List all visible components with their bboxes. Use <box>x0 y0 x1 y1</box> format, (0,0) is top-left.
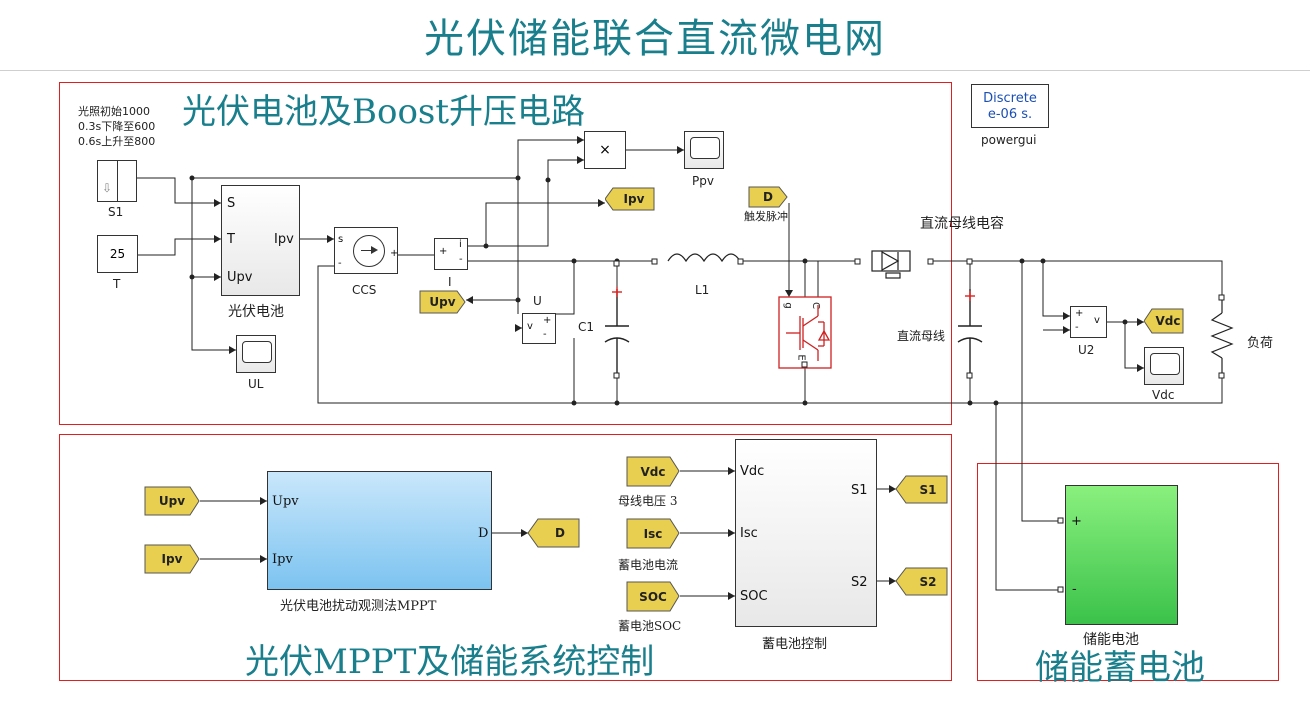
temperature-value: 25 <box>109 247 126 261</box>
goto-tag-upv[interactable]: Upv <box>419 290 466 314</box>
goto-tag-vdc[interactable]: Vdc <box>1144 308 1184 334</box>
l1-label: L1 <box>695 283 710 297</box>
ccs-port-plus: + <box>390 248 399 259</box>
battery-control-block[interactable]: Vdc Isc SOC S1 S2 <box>735 439 877 627</box>
powergui-label: powergui <box>981 133 1037 147</box>
battery-block[interactable]: + - <box>1065 485 1178 625</box>
from-tag-isc[interactable]: Isc <box>626 518 680 549</box>
t-label: T <box>113 277 121 291</box>
current-source-icon <box>353 235 385 267</box>
pv-port-upv: Upv <box>227 270 253 285</box>
mppt-port-d: D <box>478 526 489 541</box>
temperature-constant[interactable]: 25 <box>97 235 138 273</box>
goto-tag-d[interactable]: D <box>528 518 580 548</box>
igbt-gate-label: g <box>782 302 794 309</box>
title-divider <box>0 70 1310 71</box>
u2-label: U2 <box>1078 343 1095 357</box>
current-meter-i[interactable]: + i - <box>434 238 468 270</box>
batctrl-port-s1: S1 <box>851 483 868 498</box>
from-isc-label: 蓄电池电流 <box>618 558 679 572</box>
step-arrow-icon: ⇩ <box>102 181 113 195</box>
pv-cell-label: 光伏电池 <box>228 304 284 320</box>
ul-label: UL <box>248 377 264 391</box>
from-tag-soc[interactable]: SOC <box>626 581 680 612</box>
pv-boost-region-title: 光伏电池及Boost升压电路 <box>182 92 586 132</box>
powergui-line1: Discrete <box>983 91 1037 106</box>
goto-tag-s2[interactable]: S2 <box>896 567 948 596</box>
scope-ppv[interactable] <box>684 131 724 169</box>
igbt-switch <box>778 296 832 369</box>
pv-cell-block[interactable]: S T Upv Ipv <box>221 185 300 296</box>
dc-bus-capacitor <box>957 289 983 375</box>
ccs-port-s: s <box>338 234 344 245</box>
from-tag-upv[interactable]: Upv <box>144 486 200 516</box>
battery-region-title: 储能蓄电池 <box>1035 648 1205 688</box>
pv-port-ipv: Ipv <box>274 232 294 247</box>
mppt-label: 光伏电池扰动观测法MPPT <box>280 599 437 614</box>
capacitor-c1 <box>604 289 630 375</box>
from-tag-ipv[interactable]: Ipv <box>144 544 200 574</box>
signal-builder-s1[interactable]: ⇩ <box>97 160 137 202</box>
from-soc-label: 蓄电池SOC <box>618 619 682 633</box>
mppt-port-ipv: Ipv <box>272 552 293 567</box>
voltage-meter-u[interactable]: v + - <box>522 313 556 344</box>
igbt-collector-label: C <box>809 302 821 309</box>
s1-label: S1 <box>108 205 124 219</box>
mppt-block[interactable]: Upv Ipv D <box>267 471 492 590</box>
dc-bus-capacitor-label: 直流母线电容 <box>920 216 1004 232</box>
pv-boost-region <box>59 82 952 425</box>
multiplier-block[interactable]: × <box>584 131 626 169</box>
batctrl-port-isc: Isc <box>740 526 758 541</box>
scope-ul[interactable] <box>236 335 276 373</box>
from-vdc-label: 母线电压 3 <box>618 494 678 508</box>
ccs-label: CCS <box>352 283 377 297</box>
load-label: 负荷 <box>1247 336 1274 351</box>
voltage-meter-u2[interactable]: + - v <box>1070 306 1107 338</box>
load-resistor <box>1210 297 1234 375</box>
battery-port-plus: + <box>1071 514 1082 529</box>
from-tag-d[interactable]: D <box>748 186 788 208</box>
mppt-control-region <box>59 434 952 681</box>
battery-label: 储能电池 <box>1083 632 1139 648</box>
from-tag-vdc[interactable]: Vdc <box>626 456 680 487</box>
goto-tag-ipv[interactable]: Ipv <box>605 187 655 211</box>
page-title: 光伏储能联合直流微电网 <box>424 16 886 62</box>
goto-tag-s1[interactable]: S1 <box>896 475 948 504</box>
battery-control-label: 蓄电池控制 <box>762 637 828 652</box>
vdc-scope-label: Vdc <box>1152 388 1175 402</box>
c1-label: C1 <box>578 320 595 334</box>
mppt-port-upv: Upv <box>272 494 299 509</box>
u-label: U <box>533 294 542 308</box>
irradiance-note-line3: 0.6s上升至800 <box>78 135 156 148</box>
ccs-block[interactable]: s - + <box>334 227 398 274</box>
powergui-line2: e-06 s. <box>987 107 1033 122</box>
inductor-l1 <box>667 253 741 263</box>
batctrl-port-soc: SOC <box>740 589 768 604</box>
irradiance-note-line1: 光照初始1000 <box>78 105 150 118</box>
scope-vdc[interactable] <box>1144 347 1184 385</box>
i-label: I <box>448 275 452 289</box>
igbt-emitter-label: E <box>795 354 807 361</box>
pv-port-t: T <box>227 232 235 247</box>
irradiance-note-line2: 0.3s下降至600 <box>78 120 156 133</box>
pv-port-s: S <box>227 196 236 211</box>
battery-region <box>977 463 1279 681</box>
mppt-control-region-title: 光伏MPPT及储能系统控制 <box>245 642 655 682</box>
powergui-block[interactable]: Discrete e-06 s. <box>971 84 1049 128</box>
battery-port-minus: - <box>1072 582 1077 597</box>
batctrl-port-vdc: Vdc <box>740 464 765 479</box>
ppv-label: Ppv <box>692 174 714 188</box>
ccs-port-minus: - <box>338 258 342 269</box>
batctrl-port-s2: S2 <box>851 575 868 590</box>
dc-bus-label: 直流母线 <box>897 329 946 343</box>
diode <box>871 250 911 279</box>
trigger-pulse-label: 触发脉冲 <box>744 210 788 223</box>
